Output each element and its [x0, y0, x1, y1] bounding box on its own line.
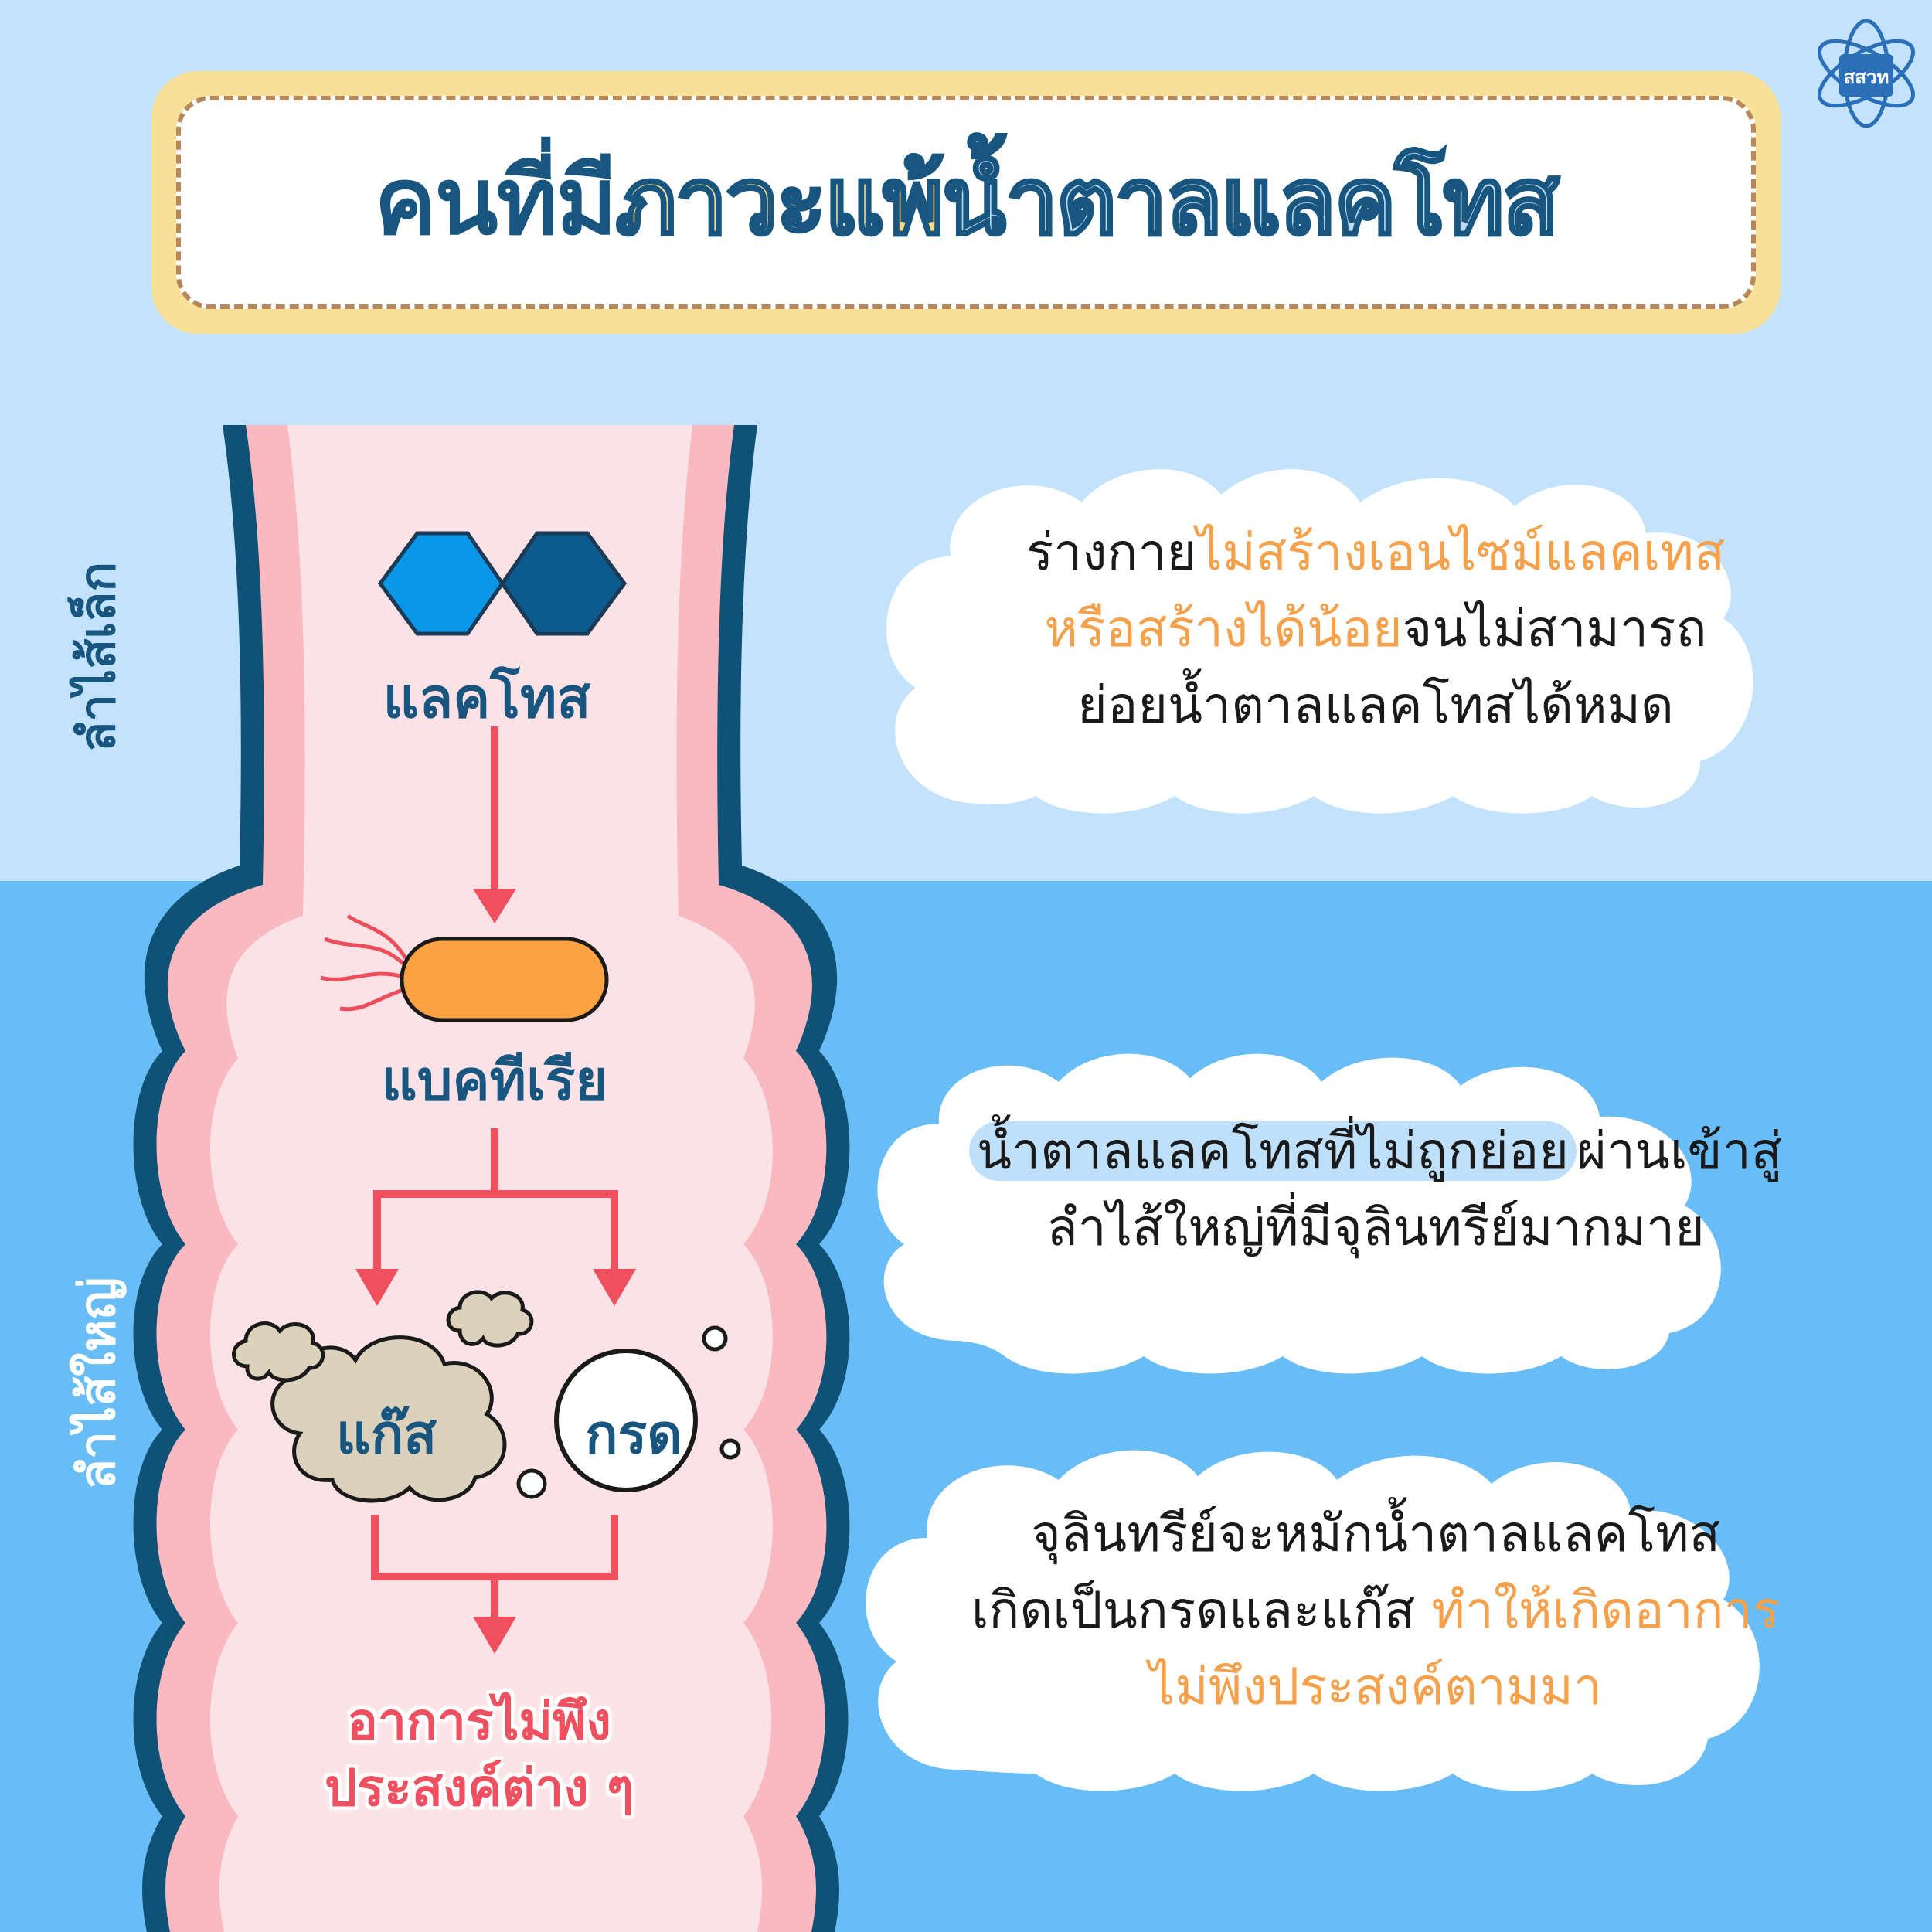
gas-cloud-icon: [232, 1290, 534, 1503]
cloud-3-seg-3: ทำให้เกิดอาการ: [1431, 1580, 1781, 1640]
symptoms-line-2: ประสงค์ต่าง ๆ: [324, 1757, 634, 1818]
title-part-2: ภาวะแพ้: [614, 148, 946, 256]
page-title: คนที่มีภาวะแพ้น้ำตาลแลคโทส: [374, 155, 1561, 250]
gas-label: แก๊ส: [335, 1403, 437, 1466]
title-part-3: น้ำตาลแลคโทส: [941, 148, 1561, 256]
logo-text: สสวท: [1844, 66, 1889, 88]
arrow-bacteria-to-products: [355, 1128, 636, 1306]
acid-circle-icon: [516, 1325, 741, 1499]
symptoms-label: อาการไม่พึง ประสงค์ต่าง ๆ: [263, 1689, 696, 1821]
cloud-3-text: จุลินทรีย์จะหมักน้ำตาลแลคโทส เกิดเป็นกรด…: [889, 1495, 1862, 1725]
large-intestine-label: ลำไส้ใหญ่: [70, 1277, 127, 1490]
cloud-3-line-1: จุลินทรีย์จะหมักน้ำตาลแลคโทส: [1031, 1504, 1720, 1563]
arrow-lactose-to-bacteria: [473, 726, 516, 923]
title-banner: คนที่มีภาวะแพ้น้ำตาลแลคโทส: [151, 71, 1781, 334]
title-part-1: คนที่มี: [374, 148, 617, 256]
cloud-2-line-1: น้ำตาลแลคโทสที่ไม่ถูกย่อยผ่านเข้าสู่: [904, 1113, 1847, 1189]
cloud-3-seg-2: เกิดเป็นกรดและแก๊ส: [971, 1580, 1432, 1640]
cloud-2-seg-2: ผ่านเข้าสู่: [1577, 1121, 1782, 1181]
title-banner-inner: คนที่มีภาวะแพ้น้ำตาลแลคโทส: [176, 96, 1756, 309]
bacteria-label: แบคทีเรีย: [381, 1048, 608, 1113]
cloud-3-line-2: เกิดเป็นกรดและแก๊ส ทำให้เกิดอาการ: [889, 1572, 1862, 1648]
cloud-2-text: น้ำตาลแลคโทสที่ไม่ถูกย่อยผ่านเข้าสู่ ลำไ…: [904, 1113, 1847, 1266]
acid-label: กรด: [585, 1403, 682, 1466]
cloud-1-line-2: หรือสร้างได้น้อยจนไม่สามารถ: [904, 590, 1847, 667]
cloud-1-text: ร่างกายไม่สร้างเอนไซม์แลคเทส หรือสร้างได…: [904, 514, 1847, 743]
cloud-3-line-3: ไม่พึงประสงค์ตามมา: [1149, 1657, 1602, 1716]
lactose-hexagon-dark: [499, 531, 628, 636]
cloud-2-seg-1: น้ำตาลแลคโทสที่ไม่ถูกย่อย: [969, 1121, 1577, 1181]
atom-book-logo-icon: สสวท: [1817, 19, 1916, 128]
bacteria-icon: [320, 913, 609, 1022]
info-cloud-3: [866, 1450, 1760, 1791]
cloud-1-seg-4: จนไม่สามารถ: [1402, 599, 1707, 658]
cloud-1-line-1: ร่างกายไม่สร้างเอนไซม์แลคเทส: [904, 514, 1847, 590]
cloud-2-line-2: ลำไส้ใหญ่ที่มีจุลินทรีย์มากมาย: [1046, 1198, 1705, 1257]
small-intestine-label: ลำไส้เล็ก: [70, 561, 127, 753]
cloud-1-seg-3: หรือสร้างได้น้อย: [1044, 599, 1403, 658]
cloud-1-line-3: ย่อยน้ำตาลแลคโทสได้หมด: [1077, 675, 1674, 735]
cloud-1-seg-2: ไม่สร้างเอนไซม์แลคเทส: [1196, 522, 1726, 582]
info-cloud-1: [886, 469, 1753, 814]
lactose-label: แลคโทส: [383, 665, 591, 730]
symptoms-line-1: อาการไม่พึง: [347, 1692, 611, 1751]
cloud-1-seg-1: ร่างกาย: [1026, 522, 1197, 582]
arrow-products-to-symptoms: [371, 1515, 618, 1654]
